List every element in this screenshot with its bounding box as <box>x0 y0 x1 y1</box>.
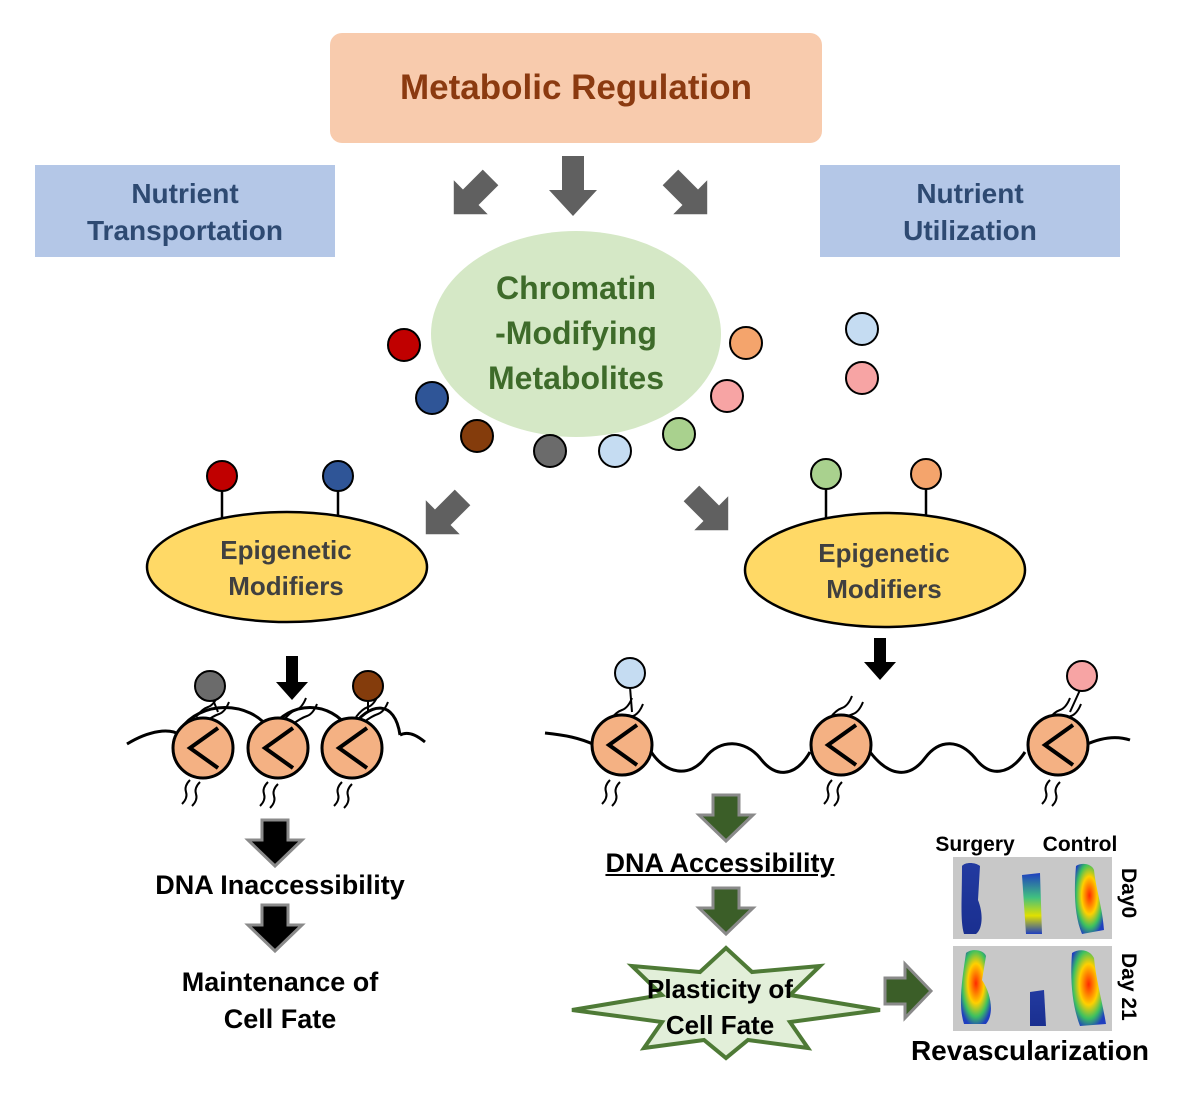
revascularization-panel <box>953 857 1112 1031</box>
nucleosome-open-3 <box>1026 713 1090 777</box>
epigenetic-right-line1: Epigenetic <box>818 538 950 568</box>
epigenetic-right-label: Epigenetic Modifiers <box>748 535 1020 607</box>
arrow-black-left <box>276 656 308 700</box>
surgery-label: Surgery <box>935 833 1015 856</box>
arrow-to-right-modifiers <box>683 485 729 531</box>
arrow-to-revascularization <box>883 960 934 1022</box>
plasticity-label: Plasticity of Cell Fate <box>600 971 840 1043</box>
plasticity-line2: Cell Fate <box>665 1010 775 1040</box>
epigenetic-modifier-right <box>743 458 1027 629</box>
metabolite-lightblue-free <box>845 312 879 346</box>
metabolite-pink-free <box>845 361 879 395</box>
title-box <box>330 33 822 143</box>
arrow-black-right <box>864 638 896 680</box>
metabolite-red <box>387 328 421 362</box>
dna-accessibility-label: DNA Accessibility <box>605 848 835 878</box>
nucleosome-2 <box>246 716 310 780</box>
epigenetic-right-line2: Modifiers <box>826 574 942 604</box>
maintenance-line1: Maintenance of <box>181 967 379 997</box>
metabolite-lightblue <box>598 434 632 468</box>
metabolite-orange <box>729 326 763 360</box>
arrow-to-left-modifiers <box>425 489 471 535</box>
day0-control-limb <box>1074 863 1104 934</box>
open-chromatin <box>544 657 1131 807</box>
nutrient-utilization-box: Nutrient Utilization <box>820 165 1120 257</box>
day21-control-limb <box>1071 950 1106 1026</box>
epigenetic-left-label: Epigenetic Modifiers <box>150 532 422 604</box>
arrow-down-right <box>662 169 708 215</box>
maintenance-line2: Cell Fate <box>223 1004 337 1034</box>
metabolite-blue <box>415 381 449 415</box>
nucleosome-3 <box>320 716 384 780</box>
dna-inaccessibility-label: DNA Inaccessibility <box>155 870 405 900</box>
arrow-to-accessibility <box>695 793 757 844</box>
control-label: Control <box>1042 833 1118 856</box>
chromatin-ellipse <box>431 231 721 437</box>
revascularization-label: Revascularization <box>910 1035 1150 1066</box>
arrow-to-plasticity <box>695 886 757 937</box>
arrow-to-inaccessibility <box>244 818 306 869</box>
day0-mid-limb <box>1022 873 1042 934</box>
maintenance-label: Maintenance of Cell Fate <box>120 964 440 1038</box>
nucleosome-1 <box>171 716 235 780</box>
arrow-down-center <box>549 156 597 216</box>
nucleosome-open-1 <box>590 713 654 777</box>
epigenetic-modifier-left <box>145 460 429 624</box>
metabolite-green <box>662 417 696 451</box>
day21-label: Day 21 <box>1117 953 1140 1021</box>
day21-surgery-limb <box>960 950 991 1024</box>
arrow-down-left <box>453 169 499 215</box>
plasticity-line1: Plasticity of <box>647 974 793 1004</box>
metabolite-gray <box>533 434 567 468</box>
arrow-to-maintenance <box>244 903 306 954</box>
chromatin-line1: Chromatin <box>496 270 656 306</box>
metabolite-pink <box>710 379 744 413</box>
chromatin-line3: Metabolites <box>487 360 665 396</box>
page-title: Metabolic Regulation <box>400 68 752 107</box>
nutrient-util-line2: Utilization <box>903 215 1037 246</box>
day0-surgery-limb <box>961 863 982 934</box>
nutrient-transportation-box: Nutrient Transportation <box>35 165 335 257</box>
plasticity-star <box>571 945 881 1061</box>
compact-chromatin <box>126 670 426 809</box>
day0-label: Day0 <box>1117 868 1140 919</box>
chromatin-label: Chromatin -Modifying Metabolites <box>434 266 718 401</box>
nutrient-util-line1: Nutrient <box>916 178 1024 209</box>
epigenetic-left-line2: Modifiers <box>228 571 344 601</box>
metabolite-circles <box>387 312 879 468</box>
epigenetic-left-line1: Epigenetic <box>220 535 352 565</box>
chromatin-line2: -Modifying <box>495 315 657 351</box>
nutrient-transport-line2: Transportation <box>86 215 283 246</box>
nutrient-transport-line1: Nutrient <box>131 178 239 209</box>
day21-mid-limb <box>1030 990 1046 1026</box>
metabolite-brown <box>460 419 494 453</box>
nucleosome-open-2 <box>809 713 873 777</box>
